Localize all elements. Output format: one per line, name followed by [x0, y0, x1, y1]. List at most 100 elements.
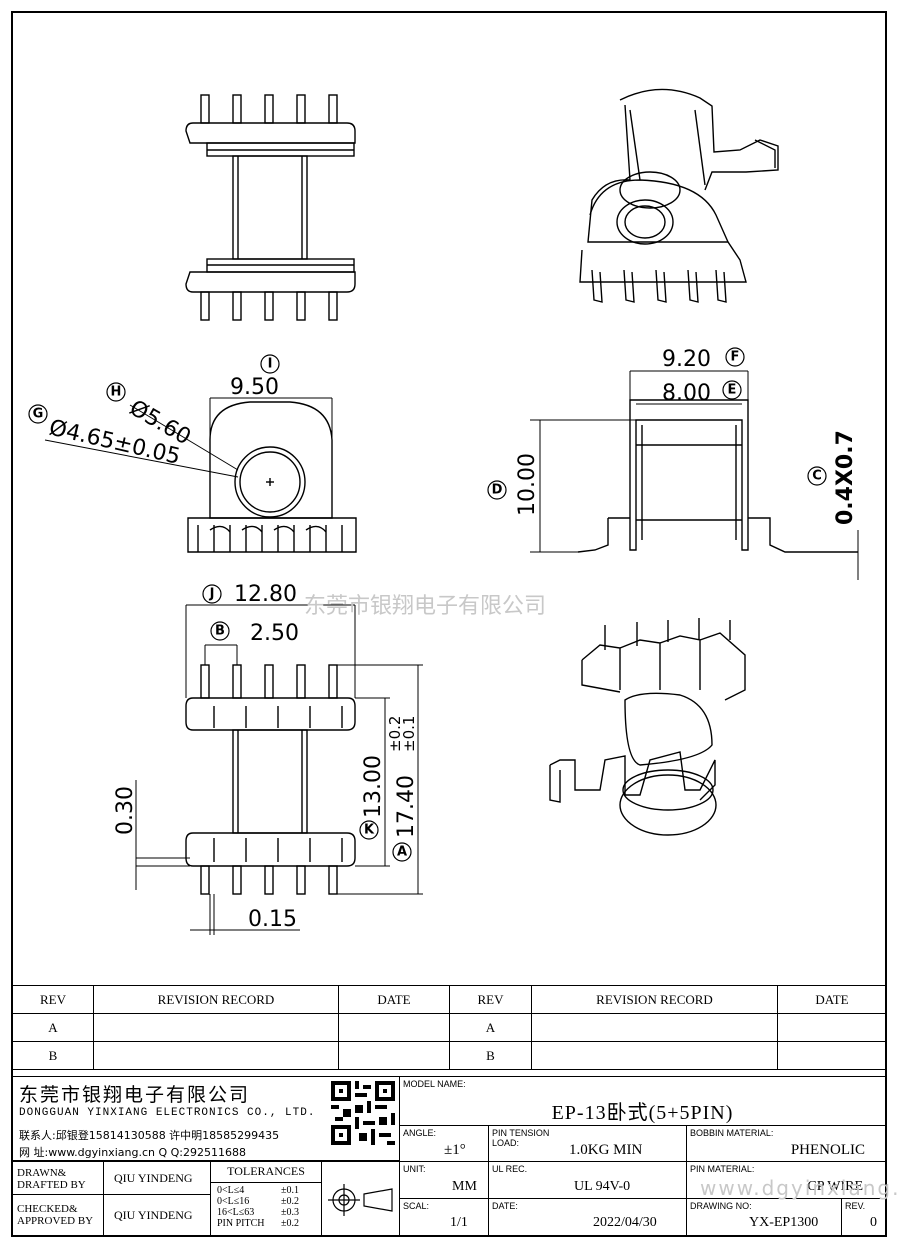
side-view — [577, 399, 858, 553]
scale-label: SCAL: — [403, 1201, 430, 1211]
rev-label: REV. — [845, 1201, 866, 1211]
company-contact: 联系人:邱银登15814130588 许中明18585299435 — [19, 1129, 280, 1142]
date-cell — [338, 1013, 450, 1042]
checked-value-cell: QIU YINDENG — [103, 1194, 211, 1237]
rev-cell: B — [449, 1041, 532, 1070]
unit-label: UNIT: — [403, 1164, 426, 1174]
dim-f: 9.20 — [662, 347, 711, 372]
marker-b: B — [215, 624, 225, 639]
marker-j: J — [209, 587, 215, 602]
watermark-corner: www.dgyinxiang.cn — [700, 1176, 900, 1200]
revision-row: B B — [12, 1041, 887, 1070]
revision-header-row: REV REVISION RECORD DATE REV REVISION RE… — [12, 985, 887, 1014]
model-value: EP-13卧式(5+5PIN) — [551, 1102, 734, 1124]
technical-drawing: I H G F E D C J B K A 9.50 Ø5.60 Ø4.65±0… — [28, 88, 859, 935]
company-web: 网 址:www.dgyinxiang.cn Q Q:292511688 — [19, 1146, 246, 1159]
iso-view-bottom — [549, 618, 746, 836]
rev-header-2: REV — [449, 985, 532, 1014]
date-value: 2022/04/30 — [593, 1215, 657, 1230]
date-cell — [338, 1041, 450, 1070]
dim-d: 10.00 — [515, 453, 540, 516]
marker-c: C — [812, 469, 822, 484]
dim-b: 2.50 — [250, 621, 299, 646]
qr-code-icon — [331, 1081, 395, 1145]
tolerance-rows: 0<L≤4 ±0.1 0<L≤16 ±0.2 16<L≤63 ±0.3 PIN PIT… — [217, 1185, 299, 1229]
tol-value: ±0.3 — [281, 1207, 299, 1218]
record-cell — [531, 1013, 778, 1042]
checked-label: CHECKED& APPROVED BY — [17, 1203, 94, 1227]
scale-value: 1/1 — [450, 1215, 468, 1230]
marker-d: D — [492, 483, 503, 498]
rev-cell: REV. 0 — [841, 1198, 886, 1237]
date-cell — [777, 1041, 887, 1070]
angle-label: ANGLE: — [403, 1128, 437, 1138]
dim-left: 0.30 — [113, 786, 138, 835]
bobbin-material-cell: BOBBIN MATERIAL: PHENOLIC — [686, 1125, 886, 1162]
record-cell — [93, 1041, 339, 1070]
iso-view-top — [579, 88, 779, 303]
date-cell — [777, 1013, 887, 1042]
marker-f: F — [731, 350, 740, 365]
rev-cell: A — [449, 1013, 532, 1042]
record-header-2: REVISION RECORD — [531, 985, 778, 1014]
drawn-value-cell: QIU YINDENG — [103, 1161, 211, 1195]
record-header: REVISION RECORD — [93, 985, 339, 1014]
dim-j: 12.80 — [234, 582, 297, 607]
dim-k: 13.00 — [361, 755, 386, 818]
marker-i: I — [268, 357, 273, 372]
tol-range: 0<L≤16 — [217, 1196, 250, 1207]
dim-a-tol-plus: ±0.2 — [386, 716, 404, 752]
date-label: DATE: — [492, 1201, 518, 1211]
pin-material-label: PIN MATERIAL: — [690, 1164, 755, 1174]
bobbin-material-label: BOBBIN MATERIAL: — [690, 1128, 774, 1138]
date-header-2: DATE — [777, 985, 887, 1014]
dim-a: 17.40 — [394, 775, 419, 838]
tol-value: ±0.2 — [281, 1196, 299, 1207]
tol-value: ±0.1 — [281, 1185, 299, 1196]
checked-value: QIU YINDENG — [114, 1208, 193, 1222]
date-cell: DATE: 2022/04/30 — [488, 1198, 687, 1237]
tol-range: 0<L≤4 — [217, 1185, 245, 1196]
rev-cell: B — [12, 1041, 94, 1070]
rev-cell: A — [12, 1013, 94, 1042]
ul-label: UL REC. — [492, 1164, 528, 1174]
model-cell: MODEL NAME: EP-13卧式(5+5PIN) — [399, 1076, 886, 1126]
watermark-center: 东莞市银翔电子有限公司 — [304, 594, 547, 619]
pin-material-value: CP WIRE — [807, 1179, 863, 1194]
rev-value: 0 — [870, 1215, 877, 1230]
marker-k: K — [364, 823, 375, 838]
tol-range: 16<L≤63 — [217, 1207, 255, 1218]
dim-bottom: 0.15 — [248, 907, 297, 932]
record-cell — [93, 1013, 339, 1042]
dim-c: 0.4X0.7 — [833, 430, 858, 525]
angle-cell: ANGLE: ±1° — [399, 1125, 489, 1162]
drawn-value: QIU YINDENG — [114, 1171, 193, 1185]
pin-tension-value: 1.0KG MIN — [569, 1142, 643, 1158]
marker-e: E — [728, 383, 737, 398]
projection-symbol-cell — [321, 1161, 400, 1237]
marker-g: G — [33, 407, 44, 422]
scale-cell: SCAL: 1/1 — [399, 1198, 489, 1237]
revision-row: A A — [12, 1013, 887, 1042]
dim-e: 8.00 — [662, 381, 711, 406]
dim-i: 9.50 — [230, 375, 279, 400]
projection-symbol-icon — [328, 1184, 393, 1216]
checked-label-cell: CHECKED& APPROVED BY — [12, 1194, 104, 1237]
date-header: DATE — [338, 985, 450, 1014]
rev-header: REV — [12, 985, 94, 1014]
dim-a-tol-minus: ±0.1 — [400, 716, 418, 752]
tol-range: PIN PITCH — [217, 1218, 265, 1229]
drawing-no-value: YX-EP1300 — [749, 1215, 819, 1230]
marker-a: A — [397, 845, 407, 860]
front-view — [187, 401, 357, 553]
unit-value: MM — [452, 1179, 477, 1194]
pin-tension-cell: PIN TENSION LOAD: 1.0KG MIN — [488, 1125, 687, 1162]
tolerances-divider — [211, 1182, 321, 1183]
tol-value: ±0.2 — [281, 1218, 299, 1229]
angle-value: ±1° — [444, 1142, 466, 1158]
company-block: 东莞市银翔电子有限公司 DONGGUAN YINXIANG ELECTRONIC… — [12, 1076, 400, 1161]
company-name-cn: 东莞市银翔电子有限公司 — [19, 1084, 251, 1106]
top-view — [185, 94, 356, 321]
unit-cell: UNIT: MM — [399, 1161, 489, 1199]
tolerances-cell: TOLERANCES 0<L≤4±0.1 0<L≤16±0.2 16<L≤63±… — [210, 1161, 322, 1237]
